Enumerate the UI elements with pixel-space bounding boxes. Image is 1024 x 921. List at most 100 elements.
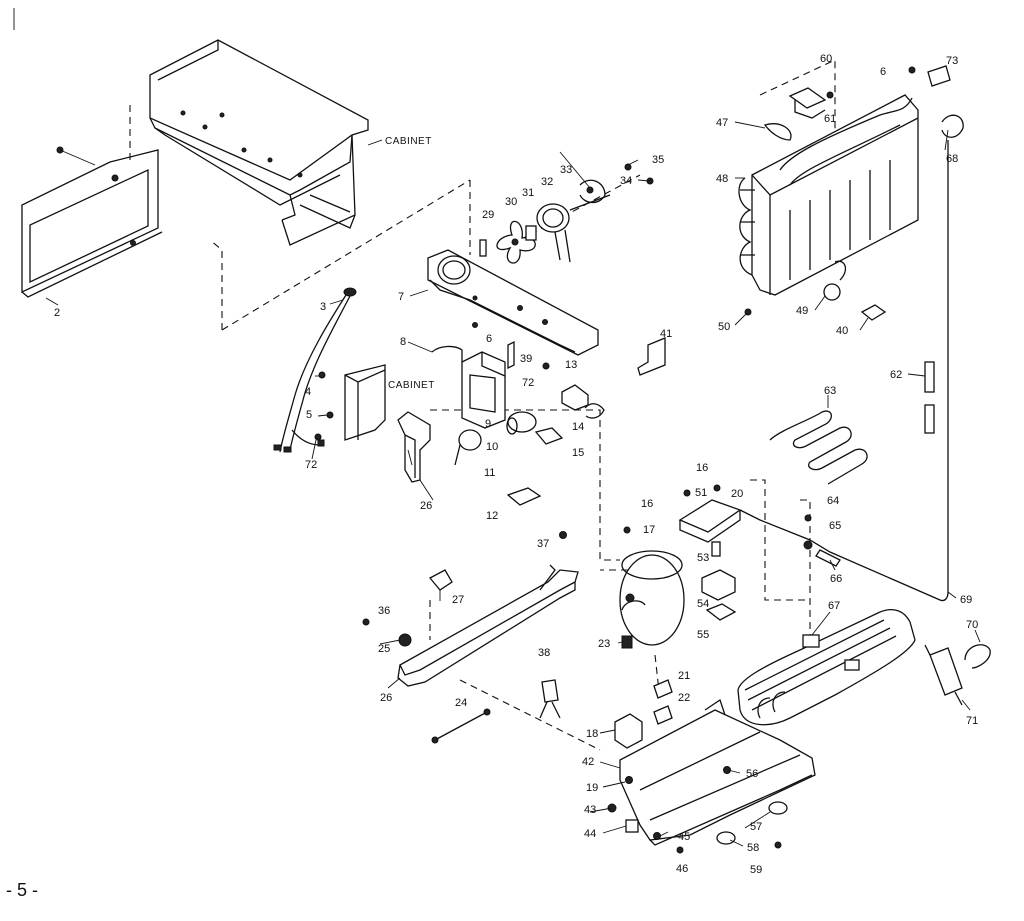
label-part-32: 32 bbox=[541, 176, 553, 188]
part-labels: CABINET CABINET 2 3 4 5 72 7 8 6 9 10 11… bbox=[54, 53, 978, 876]
label-part-56: 56 bbox=[746, 768, 758, 780]
part-9-bracket bbox=[461, 351, 506, 429]
label-part-18: 18 bbox=[586, 728, 598, 740]
part-72-screw bbox=[542, 362, 550, 370]
label-part-60: 60 bbox=[820, 53, 832, 65]
label-part-55: 55 bbox=[697, 629, 709, 641]
label-part-65: 65 bbox=[829, 520, 841, 532]
part-3-wire-harness bbox=[273, 287, 357, 453]
label-part-41: 41 bbox=[660, 328, 672, 340]
label-part-61: 61 bbox=[824, 113, 836, 125]
label-part-66: 66 bbox=[830, 573, 842, 585]
label-part-12: 12 bbox=[486, 510, 498, 522]
label-part-72a: 72 bbox=[305, 459, 317, 471]
label-part-13: 13 bbox=[565, 359, 577, 371]
label-part-37: 37 bbox=[537, 538, 549, 550]
part-22-clip bbox=[653, 705, 673, 725]
part-18-terminal-block bbox=[614, 713, 643, 749]
label-part-38: 38 bbox=[538, 647, 550, 659]
label-part-58: 58 bbox=[747, 842, 759, 854]
label-part-70: 70 bbox=[966, 619, 978, 631]
label-part-43: 43 bbox=[584, 804, 596, 816]
part-57-feet bbox=[716, 801, 788, 849]
fan-motor-assembly bbox=[479, 163, 654, 264]
label-cabinet-top: CABINET bbox=[385, 136, 432, 147]
guide-line bbox=[759, 59, 836, 140]
label-part-14: 14 bbox=[572, 421, 584, 433]
label-part-42: 42 bbox=[582, 756, 594, 768]
label-part-68: 68 bbox=[946, 153, 958, 165]
label-part-26a: 26 bbox=[420, 500, 432, 512]
guide-line bbox=[209, 239, 223, 330]
part-70-clip bbox=[964, 644, 991, 669]
part-10-capacitor bbox=[506, 411, 537, 435]
part-55-pad bbox=[705, 603, 737, 621]
part-62-tube-section bbox=[924, 361, 935, 434]
part-60-clip bbox=[788, 87, 834, 119]
label-part-10: 10 bbox=[486, 441, 498, 453]
label-part-44: 44 bbox=[584, 828, 596, 840]
label-part-46: 46 bbox=[676, 863, 688, 875]
label-part-7: 7 bbox=[398, 291, 404, 303]
part-27-clip bbox=[428, 569, 453, 591]
label-part-27: 27 bbox=[452, 594, 464, 606]
label-part-36: 36 bbox=[378, 605, 390, 617]
label-part-53: 53 bbox=[697, 552, 709, 564]
part-14-connector bbox=[584, 403, 605, 419]
label-part-39: 39 bbox=[520, 353, 532, 365]
label-part-6b: 6 bbox=[880, 66, 886, 78]
part-12-pad bbox=[506, 487, 542, 506]
part-73-clip bbox=[908, 65, 951, 87]
label-part-64: 64 bbox=[827, 495, 839, 507]
label-part-34: 34 bbox=[620, 175, 632, 187]
part-11-thermostat bbox=[454, 429, 482, 466]
cabinet-control-box bbox=[314, 364, 386, 441]
label-part-4: 4 bbox=[305, 386, 311, 398]
page-number: - 5 - bbox=[6, 880, 38, 900]
part-54-mount bbox=[701, 569, 736, 601]
label-part-24: 24 bbox=[455, 697, 467, 709]
part-38-relay bbox=[539, 679, 561, 719]
part-48-evaporator bbox=[738, 94, 919, 321]
label-part-17: 17 bbox=[643, 524, 655, 536]
guide-line bbox=[430, 409, 620, 561]
label-part-22: 22 bbox=[678, 692, 690, 704]
label-part-25: 25 bbox=[378, 643, 390, 655]
label-part-67: 67 bbox=[828, 600, 840, 612]
label-part-31: 31 bbox=[522, 187, 534, 199]
part-47-wire bbox=[763, 123, 792, 141]
label-part-48: 48 bbox=[716, 173, 728, 185]
part-8-clip bbox=[431, 345, 463, 362]
part-23-grommet bbox=[621, 635, 633, 649]
part-63-coil bbox=[769, 410, 868, 485]
part-6-screw bbox=[472, 322, 478, 328]
part-26-base-rail bbox=[362, 564, 579, 687]
part-53-spacer bbox=[711, 541, 721, 557]
label-part-3: 3 bbox=[320, 301, 326, 313]
label-part-63: 63 bbox=[824, 385, 836, 397]
label-part-72b: 72 bbox=[522, 377, 534, 389]
label-part-71: 71 bbox=[966, 715, 978, 727]
label-cabinet-mid: CABINET bbox=[388, 380, 435, 391]
label-part-47: 47 bbox=[716, 117, 728, 129]
label-part-11: 11 bbox=[484, 467, 495, 479]
part-15-clip bbox=[534, 427, 564, 445]
label-part-16b: 16 bbox=[641, 498, 653, 510]
label-part-20: 20 bbox=[731, 488, 743, 500]
label-part-69: 69 bbox=[960, 594, 972, 606]
label-part-33: 33 bbox=[560, 164, 572, 176]
label-part-40: 40 bbox=[836, 325, 848, 337]
guide-line bbox=[750, 479, 810, 601]
label-part-5: 5 bbox=[306, 409, 312, 421]
label-part-45: 45 bbox=[678, 831, 690, 843]
label-part-6: 6 bbox=[486, 333, 492, 345]
part-26-relay-bracket bbox=[397, 411, 431, 483]
guide-line bbox=[459, 679, 601, 751]
label-part-57: 57 bbox=[750, 821, 762, 833]
label-part-30: 30 bbox=[505, 196, 517, 208]
label-part-19: 19 bbox=[586, 782, 598, 794]
label-part-49: 49 bbox=[796, 305, 808, 317]
part-17-compressor bbox=[619, 526, 685, 649]
part-71-drier bbox=[924, 644, 963, 706]
part-2-side-panel bbox=[21, 146, 163, 298]
